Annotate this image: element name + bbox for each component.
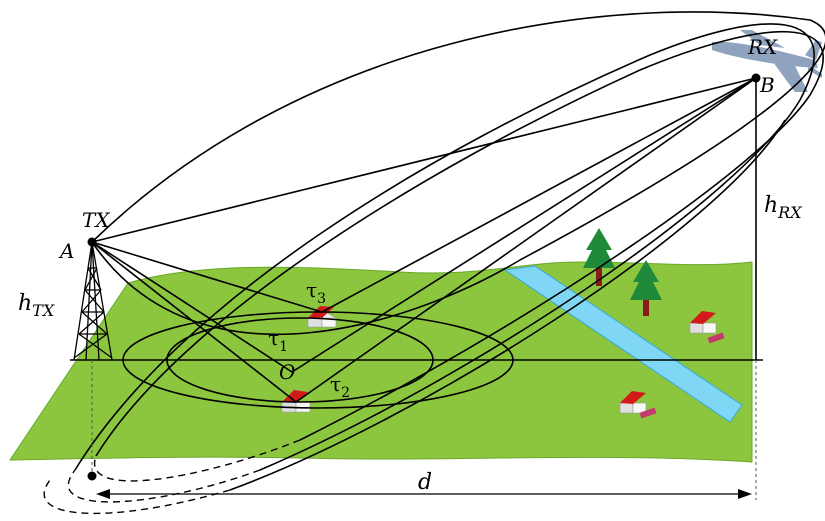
river: [503, 265, 743, 423]
house-right-upper: [689, 311, 725, 344]
point-a: [87, 237, 97, 247]
label-o: O: [279, 360, 295, 384]
ground-ellipse-inner: [166, 317, 434, 403]
fresnel-ellipsoid-4: [43, 119, 786, 515]
label-rx: RX: [747, 35, 778, 59]
ground-ellipse-outer: [122, 311, 514, 409]
point-b: [751, 73, 761, 83]
fresnel-ellipsoid-2: [93, 30, 824, 482]
distance-arrow: [96, 489, 752, 499]
house-right-lower: [619, 391, 657, 419]
fresnel-ellipsoid-3: [67, 23, 815, 503]
label-a: A: [58, 239, 74, 263]
label-tx: TX: [82, 208, 110, 232]
tree-1: [583, 228, 615, 286]
reflected-ray-tau2: [91, 77, 757, 403]
reflected-ray-tau3: [91, 77, 757, 313]
label-tau3: τ3: [306, 278, 326, 307]
label-d: d: [418, 470, 432, 495]
image-point: [87, 471, 97, 481]
direct-ray: [91, 77, 757, 243]
tree-2: [630, 260, 662, 316]
label-tau1: τ1: [268, 326, 288, 355]
tx-tower: [73, 241, 113, 361]
reflected-ray-o: [91, 77, 757, 373]
label-h-rx: hRX: [764, 193, 802, 222]
label-tau2: τ2: [330, 372, 350, 401]
label-b: B: [759, 73, 775, 97]
label-h-tx: hTX: [18, 291, 55, 320]
